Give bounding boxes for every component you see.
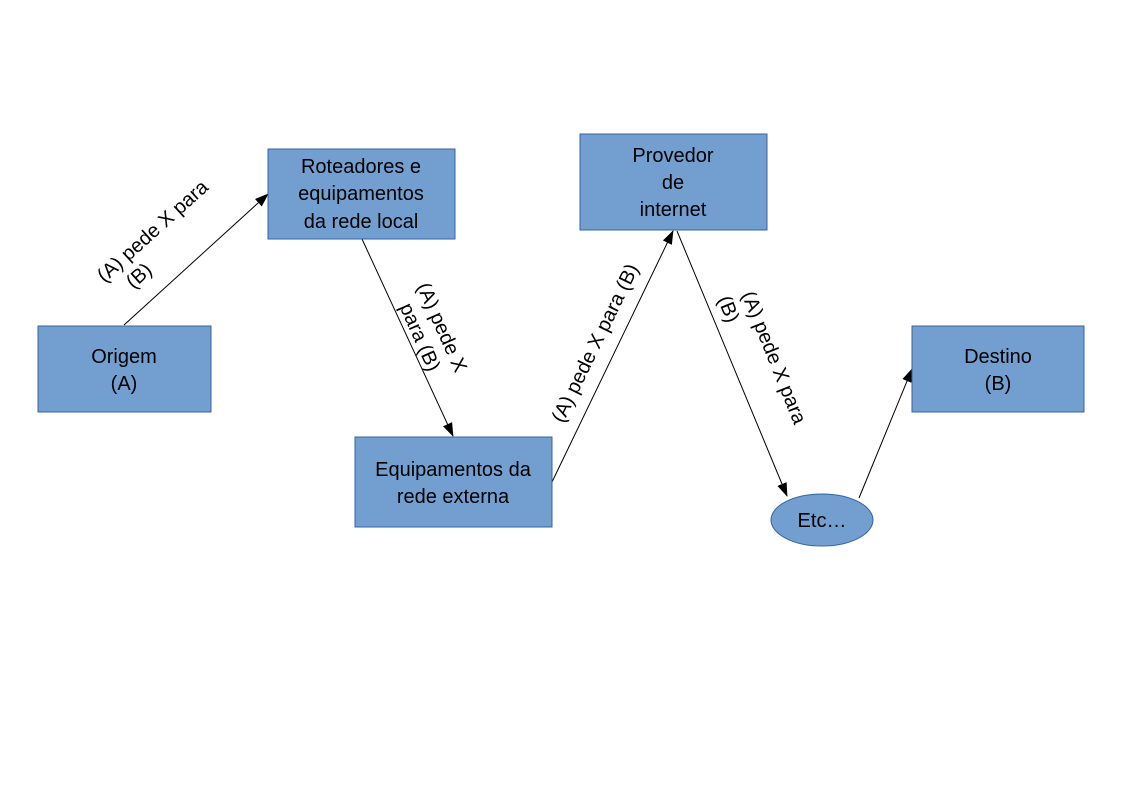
node-label-line: rede externa bbox=[397, 486, 510, 508]
node-label-line: Etc… bbox=[798, 510, 847, 532]
edge-label-line: (A) pede X para bbox=[737, 288, 811, 428]
edge-provedor-to-etc bbox=[676, 230, 788, 497]
node-roteadores: Roteadores e equipamentos da rede local bbox=[267, 148, 456, 240]
node-label-line: Destino bbox=[964, 346, 1032, 368]
edge-label-line: (A) pede X para bbox=[93, 176, 213, 287]
node-provedor: Provedor de internet bbox=[579, 133, 768, 231]
edges bbox=[123, 193, 913, 499]
node-externa-box bbox=[354, 436, 553, 528]
node-label-line: Provedor bbox=[632, 145, 713, 167]
edge-externa-to-provedor bbox=[551, 230, 674, 483]
node-label-line: (B) bbox=[985, 373, 1012, 395]
node-label-line: da rede local bbox=[304, 211, 419, 233]
node-label-line: internet bbox=[640, 199, 707, 221]
node-origem-box bbox=[37, 325, 212, 413]
edge-label-e4: (A) pede X para (B) bbox=[713, 288, 811, 428]
node-label-line: (A) bbox=[111, 373, 138, 395]
edge-etc-to-destino bbox=[858, 368, 913, 499]
edge-label-line: (A) pede X para (B) bbox=[548, 261, 644, 427]
node-etc: Etc… bbox=[770, 493, 874, 547]
node-destino-box bbox=[911, 325, 1085, 413]
edge-origem-to-roteadores bbox=[123, 193, 269, 326]
node-label-line: equipamentos bbox=[298, 183, 424, 205]
node-label-line: Equipamentos da bbox=[375, 459, 532, 481]
node-destino: Destino (B) bbox=[911, 325, 1085, 413]
node-provedor-box bbox=[579, 133, 768, 231]
edge-roteadores-to-externa bbox=[361, 238, 454, 437]
node-origem: Origem (A) bbox=[37, 325, 212, 413]
node-label-line: Origem bbox=[91, 346, 157, 368]
edge-label-e2: (A) pede X para (B) bbox=[395, 279, 471, 375]
node-label-line: de bbox=[662, 172, 684, 194]
edge-label-e3: (A) pede X para (B) bbox=[548, 261, 644, 427]
node-etc-ellipse bbox=[770, 493, 874, 547]
node-externa: Equipamentos da rede externa bbox=[354, 436, 553, 528]
edge-label-e1: (A) pede X para (B) bbox=[93, 176, 213, 294]
node-roteadores-box bbox=[267, 148, 456, 240]
node-label-line: Roteadores e bbox=[301, 156, 421, 178]
